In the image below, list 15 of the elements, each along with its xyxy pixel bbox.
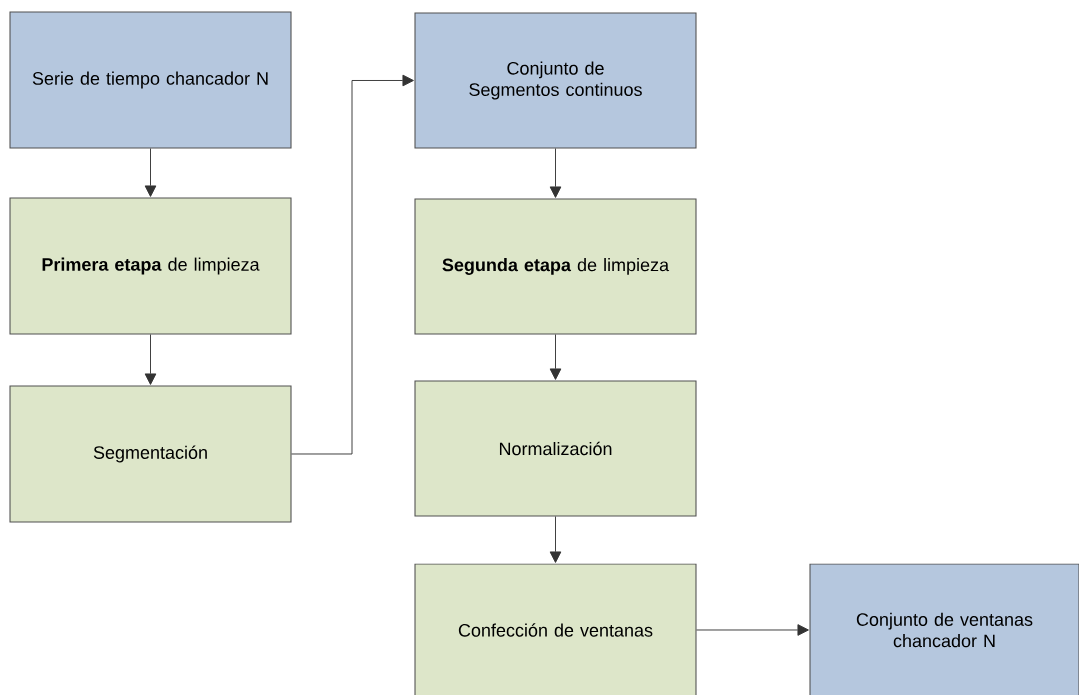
- arrow: [549, 516, 562, 563]
- arrow: [291, 74, 414, 455]
- process-box: Segunda etapa de limpieza: [414, 198, 697, 335]
- arrow: [696, 624, 809, 636]
- arrow: [549, 334, 562, 380]
- data-box: Serie de tiempo chancador N: [9, 11, 292, 149]
- arrow: [549, 148, 562, 198]
- data-box: Conjunto de Segmentos continuos: [414, 12, 697, 149]
- data-box: Conjunto de ventanas chancador N: [809, 563, 1079, 695]
- process-box: Primera etapa de limpieza: [9, 197, 292, 335]
- arrow: [144, 334, 157, 385]
- process-box: Normalización: [414, 380, 697, 517]
- process-box: Confección de ventanas: [414, 563, 697, 695]
- arrow: [144, 148, 157, 197]
- process-box: Segmentación: [9, 385, 292, 523]
